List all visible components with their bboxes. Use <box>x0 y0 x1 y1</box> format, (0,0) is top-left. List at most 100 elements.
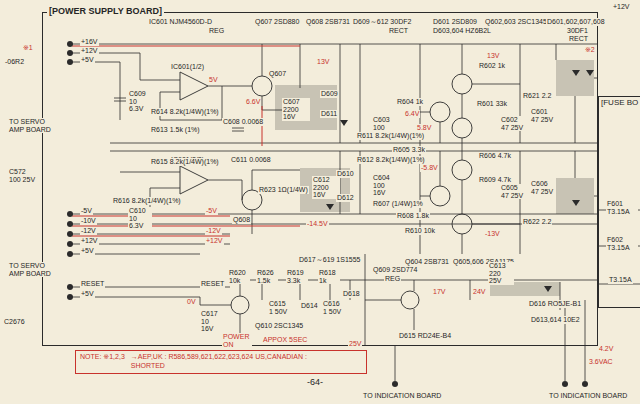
part-label: D603,604 HZ6B2L <box>432 27 492 35</box>
part-label: R607 (1/4W)1% <box>372 200 424 208</box>
diode-symbol <box>586 70 594 76</box>
part-label: -10V <box>80 217 97 225</box>
connector-pin <box>67 41 588 387</box>
transistor-symbol <box>452 214 472 234</box>
part-label: +12V <box>80 47 99 55</box>
connector-pin <box>67 221 73 227</box>
part-label: TO SERVO AMP BOARD <box>8 262 52 277</box>
part-label: Q607 2SD880 <box>254 18 300 26</box>
part-label: REG <box>384 275 401 283</box>
transistor-symbol <box>452 118 472 138</box>
transistor-symbol <box>430 186 450 206</box>
wire-line <box>120 151 360 234</box>
wire-line <box>556 44 598 196</box>
part-label: R622 2.2 <box>522 218 552 226</box>
part-label: Q607 <box>268 70 287 78</box>
part-label: R623 1Ω(1/4W) <box>258 186 309 194</box>
part-label: R601 33k <box>476 100 508 108</box>
part-label: C607 2200 16V <box>282 98 310 121</box>
voltage-note: 13V <box>316 58 330 66</box>
part-label: REG <box>208 27 225 35</box>
note-box: NOTE: ※1,2,3 →AEP,UK : R586,589,621,622,6… <box>75 350 367 374</box>
voltage-note: -5V <box>205 207 218 215</box>
voltage-note: +12V <box>205 237 224 245</box>
part-label: R606 4.7k <box>478 152 512 160</box>
part-label: C601 47 25V <box>530 108 556 123</box>
voltage-note: -12V <box>205 227 222 235</box>
diode-symbol <box>572 200 580 206</box>
part-label: C604 100 16V <box>372 174 398 197</box>
part-label: TO SERVO AMP BOARD <box>8 118 52 133</box>
connector-pin <box>67 241 73 247</box>
part-label: +5V <box>80 247 95 255</box>
part-label: C605 47 25V <box>500 184 526 199</box>
diode-symbol <box>326 204 334 210</box>
part-label: R605 3.3k <box>392 146 426 154</box>
part-label: D611 <box>320 110 338 118</box>
connector-pin <box>67 211 73 217</box>
part-label: C609 10 6.3V <box>128 90 152 113</box>
voltage-note: APPOX 5SEC <box>262 336 308 344</box>
voltage-note: 17V <box>432 288 446 296</box>
part-label: TO INDICATION BOARD <box>362 392 442 400</box>
transistor-symbol <box>252 76 272 96</box>
opamp-symbol <box>180 166 208 194</box>
voltage-note: POWER ON <box>222 333 252 348</box>
voltage-note: 3.6VAC <box>588 358 614 366</box>
board-heading: [FUSE BO <box>601 99 640 108</box>
part-label: TO INDICATION BOARD <box>548 392 628 400</box>
connector-pin <box>67 41 73 47</box>
part-label: C572 100 25V <box>8 168 40 183</box>
diode-symbol <box>572 70 580 76</box>
voltage-note: 4.2V <box>598 345 614 353</box>
part-label: -64- <box>306 378 324 388</box>
part-label: R618 1k <box>318 269 340 284</box>
shaded-area <box>556 178 594 214</box>
voltage-note: 5.8V <box>416 124 432 132</box>
voltage-note: 0V <box>186 298 197 306</box>
part-label: C616 1 50V <box>322 300 344 315</box>
shaded-area <box>275 60 594 296</box>
signal-trace <box>72 46 300 236</box>
connector-pin <box>582 381 588 387</box>
part-label: C602 47 25V <box>500 116 526 131</box>
part-label: Q610 2SC1345 <box>254 322 304 330</box>
part-label: C615 1 50V <box>268 300 290 315</box>
note-text: →AEP,UK : R586,589,621,622,623,624 US,CA… <box>131 353 331 371</box>
board-heading: [POWER SUPPLY BOARD] <box>47 7 164 17</box>
connector-pin <box>392 381 398 387</box>
part-label: +5V <box>80 290 95 298</box>
part-label: C606 47 25V <box>530 180 556 195</box>
part-label: D610 <box>336 170 355 178</box>
part-label: D612 <box>336 194 355 202</box>
signal-trace <box>72 46 300 236</box>
voltage-note: -13V <box>484 230 501 238</box>
diode-symbol <box>326 70 594 292</box>
voltage-note: ※1 <box>22 44 34 52</box>
part-label: +5V <box>80 56 95 64</box>
part-label: R604 1k <box>396 98 424 106</box>
part-label: C613 220 25V <box>488 262 514 285</box>
connector-pin <box>67 231 73 237</box>
part-label: D609～612 30DF2 <box>352 18 412 26</box>
transistor-symbol <box>452 160 472 180</box>
diode-symbol <box>544 286 552 292</box>
board-heading: NOTE: ※1,2,3 <box>80 353 125 371</box>
part-label: RECT <box>388 27 409 35</box>
part-label: D613,614 10E2 <box>530 316 581 324</box>
part-label: +12V <box>80 237 99 245</box>
connector-pin <box>67 251 73 257</box>
wire-line <box>420 44 520 254</box>
wire-line <box>598 210 640 284</box>
transistor-symbol <box>430 102 450 122</box>
voltage-note: ※2 <box>584 46 596 54</box>
part-label: F601 T3.15A <box>606 200 638 215</box>
part-label: D609 <box>320 90 339 98</box>
part-label: D601 2SD809 <box>432 18 478 26</box>
voltage-note: 24V <box>472 288 486 296</box>
part-label: 30DF1 <box>566 27 589 35</box>
part-label: R621 2.2 <box>522 92 552 100</box>
voltage-note: 5V <box>208 76 219 84</box>
part-label: R612 8.2k(1/4W)(1%) <box>356 156 426 164</box>
